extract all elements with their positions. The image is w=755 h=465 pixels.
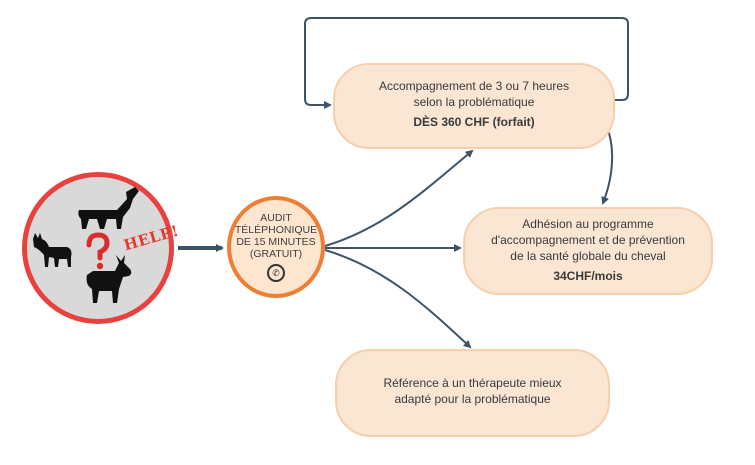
referral-line-1: Référence à un thérapeute mieux — [383, 376, 562, 390]
horse-icon — [78, 187, 139, 229]
confused-horses-donkeys-icon — [33, 187, 139, 303]
membership-line-1: Adhésion au programme — [522, 217, 654, 231]
phone-audit-node: AUDIT TÉLÉPHONIQUE DE 15 MINUTES (GRATUI… — [227, 196, 325, 298]
accompaniment-price: DÈS 360 CHF (forfait) — [413, 115, 535, 129]
accompaniment-line-1: Accompagnement de 3 ou 7 heures — [378, 79, 570, 93]
referral-option: Référence à un thérapeute mieux adapté p… — [335, 349, 610, 437]
donkey-icon — [33, 233, 72, 267]
membership-price: 34CHF/mois — [553, 269, 623, 283]
audit-line-2: TÉLÉPHONIQUE — [234, 224, 318, 236]
audit-line-4: (GRATUIT) — [249, 248, 303, 260]
arrow-audit-to-referral — [324, 249, 472, 349]
accompaniment-line-2: selon la problématique — [413, 95, 535, 109]
start-problem-circle: HELP! — [22, 172, 181, 324]
referral-line-2: adapté pour la problématique — [394, 392, 551, 406]
arrow-audit-to-accompaniment — [324, 149, 474, 247]
membership-line-2: d'accompagnement et de prévention — [491, 233, 685, 247]
whatsapp-icon: ✆ — [267, 264, 285, 282]
accompaniment-option: Accompagnement de 3 ou 7 heures selon la… — [333, 63, 615, 149]
membership-line-3: de la santé globale du cheval — [510, 249, 666, 263]
audit-line-3: DE 15 MINUTES — [236, 236, 316, 248]
question-mark-icon — [86, 232, 110, 270]
membership-option: Adhésion au programme d'accompagnement e… — [463, 207, 713, 295]
arrow-loop-accompaniment — [304, 17, 629, 109]
audit-line-1: AUDIT — [260, 212, 292, 224]
big-donkey-icon — [86, 255, 132, 303]
